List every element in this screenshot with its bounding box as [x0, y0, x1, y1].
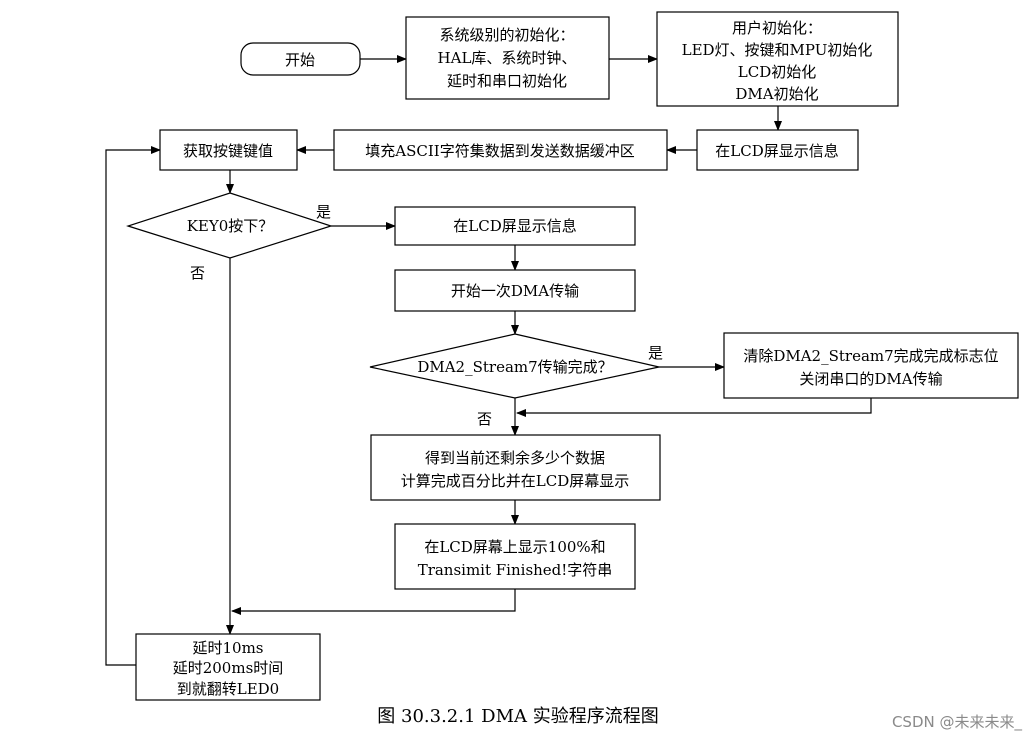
- clear-flag-box: 清除DMA2_Stream7完成完成标志位 关闭串口的DMA传输: [723, 332, 1019, 399]
- lcd-info-mid-label: 在LCD屏显示信息: [453, 217, 576, 235]
- user-init-line-2: LED灯、按键和MPU初始化: [682, 41, 873, 59]
- delay-box: 延时10ms 延时200ms时间 到就翻转LED0: [135, 633, 321, 701]
- sys-init-line-2: HAL库、系统时钟、: [438, 49, 577, 67]
- key0-yes-label: 是: [316, 203, 331, 221]
- lcd-info-mid-box: 在LCD屏显示信息: [394, 206, 636, 246]
- connectors: [105, 55, 872, 666]
- user-init-line-3: LCD初始化: [738, 63, 816, 81]
- delay-line-2: 延时200ms时间: [173, 659, 284, 677]
- show-done-line-2: Transimit Finished!字符串: [418, 561, 613, 579]
- key0-no-label: 否: [190, 264, 205, 282]
- figure-caption: 图 30.3.2.1 DMA 实验程序流程图: [377, 706, 658, 727]
- sys-init-box: 系统级别的初始化： HAL库、系统时钟、 延时和串口初始化: [405, 16, 610, 100]
- edge-loop-back: [105, 146, 161, 666]
- delay-line-3: 到就翻转LED0: [177, 680, 279, 698]
- dma-yes-label: 是: [648, 344, 663, 362]
- lcd-info-top-label: 在LCD屏显示信息: [715, 142, 838, 160]
- fill-buffer-box: 填充ASCII字符集数据到发送数据缓冲区: [333, 129, 668, 171]
- delay-line-1: 延时10ms: [192, 639, 263, 657]
- start-label: 开始: [285, 51, 315, 69]
- sys-init-line-3: 延时和串口初始化: [447, 72, 567, 90]
- edge-done-back: [231, 589, 516, 615]
- start-dma-label: 开始一次DMA传输: [451, 282, 579, 300]
- dma-done-decision: DMA2_Stream7传输完成？: [369, 333, 660, 399]
- show-done-box: 在LCD屏幕上显示100%和 Transimit Finished!字符串: [394, 523, 636, 590]
- get-key-label: 获取按键键值: [183, 142, 273, 160]
- clear-flag-line-1: 清除DMA2_Stream7完成完成标志位: [743, 347, 998, 365]
- clear-flag-line-2: 关闭串口的DMA传输: [799, 370, 942, 388]
- key0-decision-label: KEY0按下？: [187, 217, 274, 235]
- show-done-line-1: 在LCD屏幕上显示100%和: [424, 538, 605, 556]
- remaining-line-1: 得到当前还剩余多少个数据: [425, 449, 605, 467]
- user-init-box: 用户初始化： LED灯、按键和MPU初始化 LCD初始化 DMA初始化: [656, 11, 899, 107]
- key0-decision: KEY0按下？: [126, 192, 333, 259]
- dma-no-label: 否: [477, 410, 492, 428]
- user-init-line-1: 用户初始化：: [732, 19, 822, 37]
- start-dma-box: 开始一次DMA传输: [394, 269, 636, 312]
- edge-clear-back: [516, 398, 872, 417]
- remaining-box: 得到当前还剩余多少个数据 计算完成百分比并在LCD屏幕显示: [370, 434, 661, 501]
- start-node: 开始: [240, 42, 361, 76]
- lcd-info-top-box: 在LCD屏显示信息: [696, 129, 859, 171]
- user-init-line-4: DMA初始化: [735, 85, 818, 103]
- watermark: CSDN @未来未来_: [892, 713, 1023, 732]
- dma-done-decision-label: DMA2_Stream7传输完成？: [417, 358, 612, 376]
- get-key-box: 获取按键键值: [159, 129, 298, 171]
- remaining-line-2: 计算完成百分比并在LCD屏幕显示: [401, 472, 629, 490]
- fill-buffer-label: 填充ASCII字符集数据到发送数据缓冲区: [365, 142, 634, 160]
- sys-init-line-1: 系统级别的初始化：: [439, 26, 574, 44]
